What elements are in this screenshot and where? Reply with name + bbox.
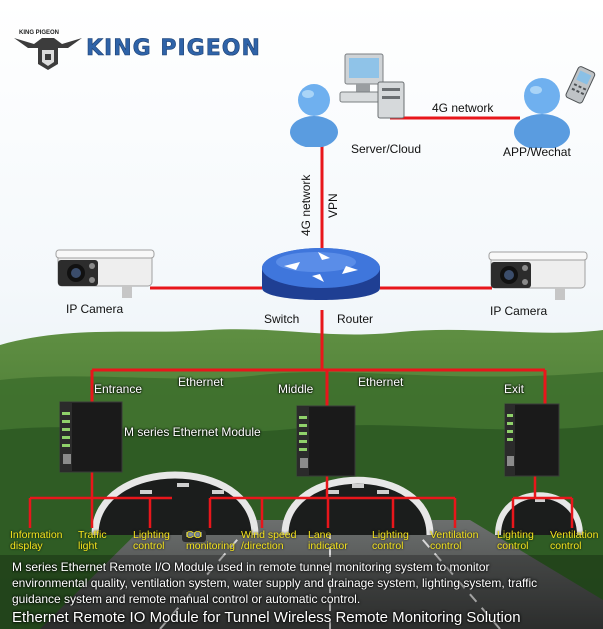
- ip-camera-right-icon: [488, 251, 588, 300]
- network-vertical-label: 4G network: [299, 174, 313, 236]
- brand-small-name: KING PIGEON: [19, 30, 60, 36]
- exit-label: Exit: [504, 382, 525, 396]
- switch-router-icon: [262, 248, 380, 300]
- app-user-icon: [514, 66, 596, 148]
- switch-label: Switch: [264, 312, 300, 326]
- server-cloud-icon: [290, 53, 405, 147]
- vpn-label: VPN: [326, 193, 340, 218]
- middle-label: Middle: [278, 382, 314, 396]
- brand-logo-icon: [14, 38, 82, 70]
- ip-camera-left-icon: [55, 249, 155, 298]
- app-wechat-label: APP/Wechat: [503, 145, 571, 159]
- description-line-3: guidance system and remote manual contro…: [12, 592, 361, 606]
- control-label: Wind speed/direction: [241, 529, 297, 552]
- description-line-2: environmental quality, ventilation syste…: [12, 576, 538, 590]
- camera-left-label: IP Camera: [66, 302, 124, 316]
- module-entrance-icon: [59, 401, 123, 473]
- module-exit-icon: [504, 403, 560, 477]
- network-top-label: 4G network: [432, 101, 494, 115]
- router-label: Router: [337, 312, 374, 326]
- module-label: M series Ethernet Module: [124, 425, 261, 439]
- ethernet-left-label: Ethernet: [178, 375, 224, 389]
- server-cloud-label: Server/Cloud: [351, 142, 422, 156]
- ethernet-right-label: Ethernet: [358, 375, 404, 389]
- entrance-label: Entrance: [94, 382, 143, 396]
- camera-right-label: IP Camera: [490, 304, 548, 318]
- description-line-1: M series Ethernet Remote I/O Module used…: [12, 560, 490, 574]
- brand-name: KING PIGEON: [86, 36, 261, 62]
- page-title: Ethernet Remote IO Module for Tunnel Wir…: [12, 609, 521, 626]
- module-middle-icon: [296, 405, 356, 477]
